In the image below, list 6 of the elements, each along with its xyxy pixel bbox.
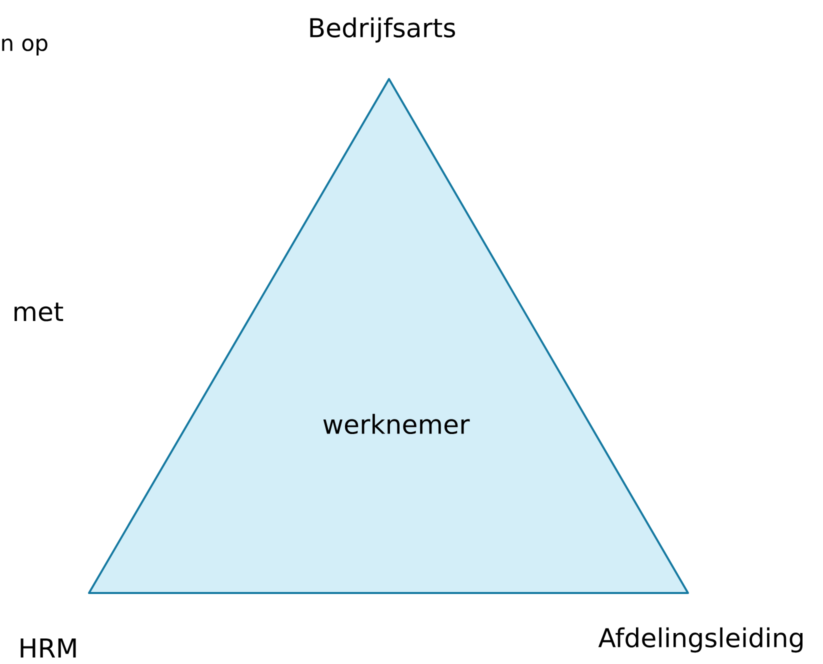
label: met [14,302,64,322]
label: n op [2,38,48,56]
label: Bedrijfsarts [310,17,455,43]
label: Afdelingsleiding [598,627,802,653]
triangle: werknemer [88,78,689,594]
label: HRM [20,638,76,658]
